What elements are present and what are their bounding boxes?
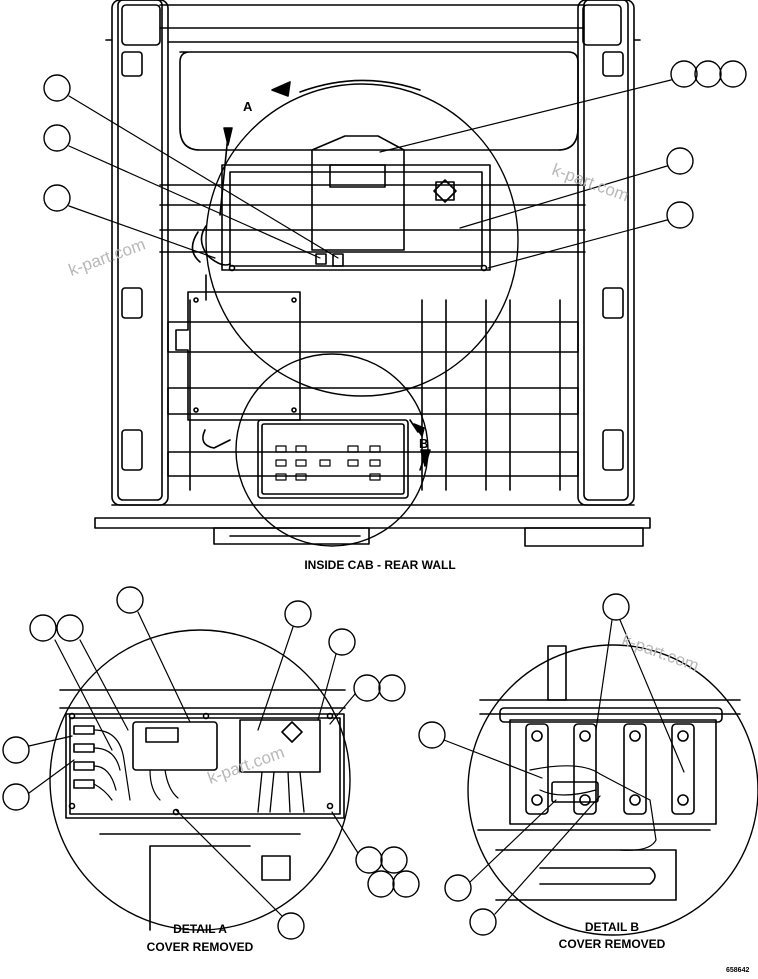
callout-balloons-detail-a [2,586,420,940]
detail-a-caption-line1: DETAIL A [173,922,227,936]
detail-label-b: B [419,436,428,451]
main-view-caption: INSIDE CAB - REAR WALL [304,558,456,572]
panel-switches [275,445,381,481]
detail-a-caption-line2: COVER REMOVED [146,940,254,954]
detail-b-caption-line2: COVER REMOVED [558,937,666,951]
detail-a-view [2,586,420,940]
detail-label-a: A [243,99,253,114]
detail-b-view [418,593,758,936]
callout-balloons-main [43,60,747,229]
cab-rear-wall-view [43,0,747,547]
callout-balloons-detail-b [418,593,630,936]
figure-code: 658642 [726,967,749,974]
detail-b-caption-line1: DETAIL B [584,920,640,934]
